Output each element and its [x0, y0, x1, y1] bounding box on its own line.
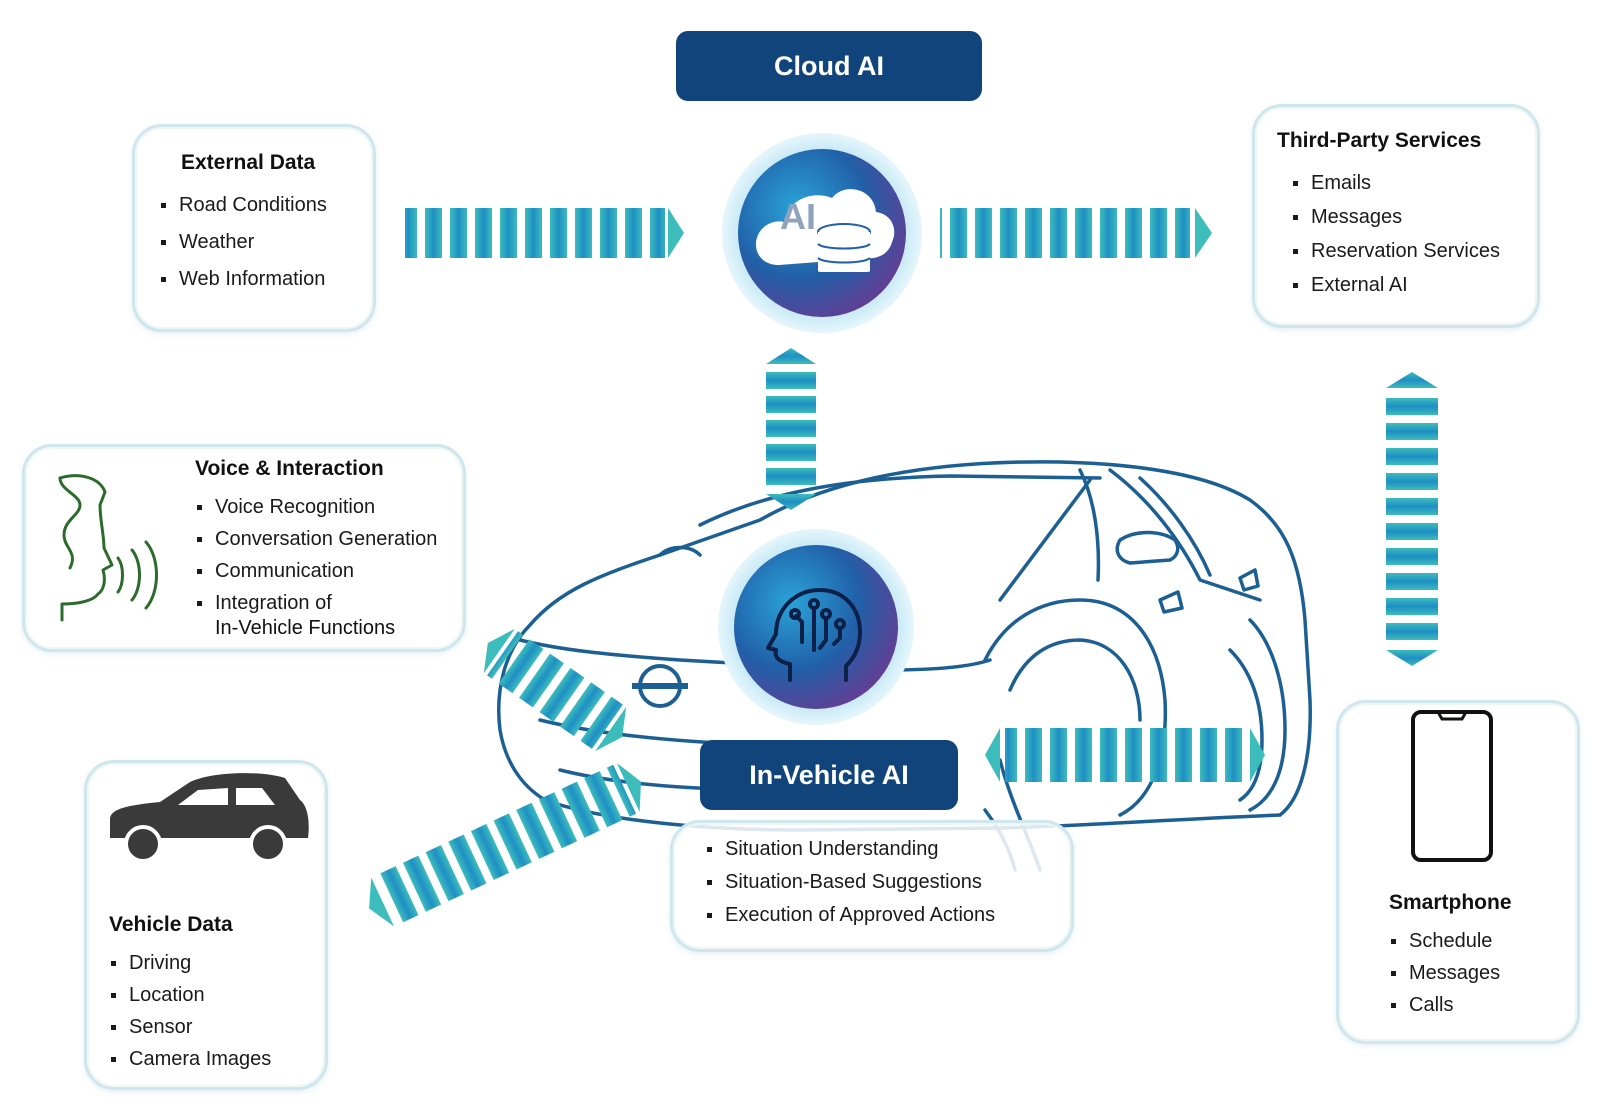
list-item: Weather: [159, 230, 373, 255]
car-icon: [110, 773, 309, 863]
invehicle-ai-label: In-Vehicle AI: [700, 740, 958, 810]
vehicle-data-card: Vehicle Data Driving Location Sensor Cam…: [84, 760, 328, 1090]
list-item: Voice Recognition: [195, 495, 463, 520]
cloud-icon-text: AI: [780, 196, 816, 237]
list-item-continuation: In-Vehicle Functions: [215, 617, 396, 639]
list-item: Situation Understanding: [705, 837, 1071, 862]
voice-interaction-card: Voice & Interaction Voice Recognition Co…: [22, 444, 466, 652]
list-item: Emails: [1291, 171, 1537, 196]
list-item: Web Information: [159, 267, 373, 292]
smartphone-card: Smartphone Schedule Messages Calls: [1336, 700, 1580, 1044]
voice-title: Voice & Interaction: [195, 457, 384, 480]
list-item: Reservation Services: [1291, 239, 1537, 264]
ai-head-icon: [750, 568, 880, 693]
car-logo-icon: [632, 664, 688, 708]
external-data-title: External Data: [181, 151, 316, 174]
list-item: Road Conditions: [159, 193, 373, 218]
arrow-cloud-invehicle: [766, 348, 816, 510]
list-item: External AI: [1291, 273, 1537, 298]
list-item: Conversation Generation: [195, 527, 463, 552]
list-item: Calls: [1389, 993, 1577, 1018]
arrow-cloud-to-thirdparty: [940, 208, 1212, 258]
smartphone-icon: [1411, 710, 1493, 862]
invehicle-ai-card: Situation Understanding Situation-Based …: [670, 820, 1074, 952]
third-party-title: Third-Party Services: [1277, 129, 1482, 152]
external-data-card: External Data Road Conditions Weather We…: [132, 124, 376, 332]
list-item: Camera Images: [109, 1047, 325, 1072]
arrow-voice-invehicle: [483, 628, 627, 752]
list-item: Driving: [109, 951, 325, 976]
list-item: Schedule: [1389, 929, 1577, 954]
list-item: Execution of Approved Actions: [705, 903, 1071, 928]
arrow-vehicledata-invehicle: [369, 763, 641, 927]
arrow-thirdparty-smartphone: [1386, 372, 1438, 666]
cloud-database-icon: AI: [744, 170, 904, 290]
list-item: Location: [109, 983, 325, 1008]
list-item: Communication: [195, 559, 463, 584]
list-item: Integration of: [195, 591, 463, 616]
list-item: Messages: [1291, 205, 1537, 230]
smartphone-title: Smartphone: [1389, 891, 1512, 914]
speaking-head-icon: [58, 474, 158, 622]
vehicle-data-title: Vehicle Data: [109, 913, 233, 936]
arrow-smartphone-invehicle: [985, 728, 1265, 782]
list-item: Sensor: [109, 1015, 325, 1040]
list-item: Messages: [1389, 961, 1577, 986]
third-party-card: Third-Party Services Emails Messages Res…: [1252, 104, 1540, 328]
list-item: Situation-Based Suggestions: [705, 870, 1071, 895]
arrow-external-to-cloud: [405, 208, 684, 258]
cloud-ai-label: Cloud AI: [676, 31, 982, 101]
